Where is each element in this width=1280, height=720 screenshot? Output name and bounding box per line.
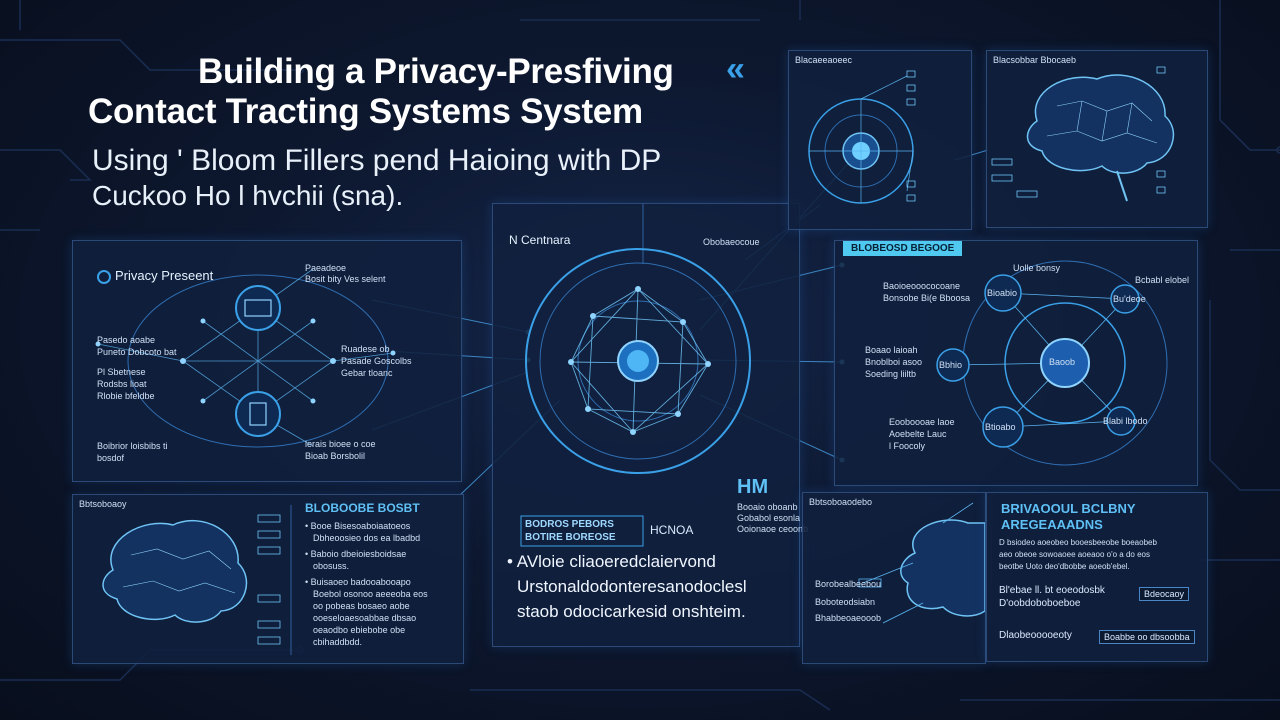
- center-body-line3: staob odocicarkesid onshteim.: [517, 602, 746, 621]
- right-node2: Bu'deoe: [1113, 294, 1146, 304]
- double-chevron-left-icon: «: [726, 50, 745, 88]
- right-label-b1: Boaao laioah: [865, 345, 918, 355]
- right-label-c3: l Foocoly: [889, 441, 926, 451]
- bottom-left-bullet2: • Baboio dbeioiesboidsae: [305, 549, 407, 559]
- bottom-right-heading2: AREGEAAADNS: [1001, 517, 1103, 532]
- central-hub-graphic: [520, 204, 751, 547]
- label-left-a1: Pasedo aoabe: [97, 335, 156, 345]
- right-panel-tag: BLOBEOSD BEGOOE: [843, 241, 963, 256]
- label-right-a3: Gebar tloanc: [341, 368, 393, 378]
- privacy-panel: Privacy Preseent Paeadeoe Bosit bity Ves…: [72, 240, 462, 482]
- right-node4: Btioabo: [985, 422, 1016, 432]
- subtitle-line2: Cuckoo Ho l hvchii (sna).: [92, 180, 404, 211]
- bottom-left-bullet2b: obosuss.: [313, 561, 350, 571]
- bottom-mid-label2: Boboteodsiabn: [815, 597, 876, 607]
- radar-graphic: [808, 70, 916, 204]
- label-left-b2: Rodsbs lioat: [97, 379, 147, 389]
- right-small-top: Uolle bonsy: [1013, 263, 1061, 273]
- label-left-b1: Pl Sbetnese: [97, 367, 146, 377]
- right-label-a2: Bonsobe Bi(e Bboosa: [883, 293, 971, 303]
- bottom-left-bullet1: • Booe Bisesoaboiaatoeos: [305, 521, 411, 531]
- bottom-left-bullet1b: Dbheoosieo dos ea lbadbd: [313, 533, 421, 543]
- bottom-right-body2: aeo obeoe sowoaoee aoeaoo o'o a do eos: [999, 550, 1150, 559]
- page-title-line2: Contact Tracting Systems System: [88, 92, 643, 131]
- right-small-right: Bcbabl elobel: [1135, 275, 1190, 285]
- label-bottom-left1: Boibrior loisbibs ti: [97, 441, 168, 451]
- label-top: Paeadeoe: [305, 263, 347, 273]
- right-node1: Bioabio: [987, 288, 1018, 298]
- bottom-right-link[interactable]: Dlaobeooooeoty: [999, 630, 1072, 641]
- bottom-left-bullet3c: oo pobeas bosaeo aobe: [313, 601, 410, 611]
- right-center-node: Baoob: [1049, 357, 1076, 367]
- right-label-c1: Eooboooae laoe: [889, 417, 955, 427]
- center-right-small2: Gobabol esonla: [737, 513, 801, 523]
- right-label-c2: Aoebelte Lauc: [889, 429, 947, 439]
- bottom-mid-title: Bbtsoboaodebo: [809, 497, 873, 507]
- center-title-left: N Centnara: [509, 233, 571, 247]
- right-network-panel: BLOBEOSD BEGOOE Uolle bonsy Baoioeooococ…: [834, 240, 1198, 486]
- privacy-network-graphic: [95, 268, 396, 448]
- brain-graphic: [991, 66, 1175, 202]
- top-right-panel: Blacsobbar Bbocaeb: [986, 50, 1208, 228]
- label-left-b3: Rlobie bfeldbe: [97, 391, 155, 401]
- center-body-line1: • AVloie cliaoeredclaiervond: [507, 552, 716, 571]
- label-right-a1: Ruadese ob: [341, 344, 390, 354]
- bottom-right-heading1: BRIVAOOUL BCLBNY: [1001, 501, 1136, 516]
- center-title-right: Obobaeocoue: [703, 237, 760, 247]
- bottom-left-panel: Bbtsoboaoy BLOBOOBE BOSBT • Booe Bisesoa…: [72, 494, 464, 664]
- hm-logo: HM: [737, 476, 769, 498]
- right-label-b3: Soeding liiltb: [865, 369, 917, 379]
- bottom-left-bullet3: • Buisaoeo badooabooapo: [305, 577, 411, 587]
- top-right-title: Blacsobbar Bbocaeb: [993, 55, 1077, 65]
- label-right-a2: Pasade Goscolbs: [341, 356, 412, 366]
- bottom-left-bullet3e: oeaodbo ebiebobe obe: [313, 625, 406, 635]
- bottom-right-bar1: Bl'ebae ll. bt eoeodosbk: [999, 585, 1105, 596]
- bottom-mid-label3: Bhabbeoaeooob: [815, 613, 882, 623]
- right-node5: Blabi lbodo: [1103, 416, 1148, 426]
- subtitle-line1: Using ' Bloom Fillers pend Haioing with …: [92, 144, 662, 177]
- center-tag: BODROS PEBORS: [525, 519, 614, 530]
- right-node3: Bbhio: [939, 360, 963, 370]
- bottom-right-body1: D bsiodeo aoeobeo booesbeeobe boeaobeb: [999, 538, 1157, 547]
- bottom-left-title: Bbtsoboaoy: [79, 499, 127, 509]
- center-right-small1: Booaio oboanb: [737, 502, 798, 512]
- bottom-right-box2[interactable]: Boabbe oo dbsoobba: [1099, 630, 1195, 644]
- panel-title: Privacy Preseent: [115, 268, 214, 283]
- bottom-right-panel: BRIVAOOUL BCLBNY AREGEAAADNS D bsiodeo a…: [986, 492, 1208, 662]
- top-mid-title: Blacaeeaoeec: [795, 55, 853, 65]
- label-bottom-right1: lerais bioee o coe: [305, 439, 376, 449]
- bottom-mid-panel: Bbtsoboaodebo Borobealbeebou Boboteodsia…: [802, 492, 986, 664]
- center-panel: N Centnara Obobaeocoue BODROS PEBORS BOT…: [492, 203, 808, 647]
- bottom-left-bullet3b: Boebol osonoo aeeeoba eos: [313, 589, 428, 599]
- label-top2: Bosit bity Ves selent: [305, 274, 386, 284]
- hc-text: HCNOA: [650, 523, 694, 537]
- node-network-graphic: [936, 260, 1168, 466]
- bottom-mid-label1: Borobealbeebou: [815, 579, 882, 589]
- brain-graphic-left: [102, 505, 292, 655]
- label-bottom-left2: bosdof: [97, 453, 125, 463]
- bottom-left-bullet3f: cbihaddbdd.: [313, 637, 363, 647]
- right-label-b2: Bnoblboi asoo: [865, 357, 923, 367]
- right-label-a1: Baoioeooococoane: [883, 281, 961, 291]
- center-body-line2: Urstonaldodonteresanodoclesl: [517, 577, 747, 596]
- bottom-left-heading: BLOBOOBE BOSBT: [305, 501, 420, 515]
- top-mid-panel: Blacaeeaoeec: [788, 50, 972, 230]
- brain-graphic-mid: [858, 502, 985, 624]
- bottom-right-body3: beotbe Uoto deo'dbobbe aoeob'ebel.: [999, 562, 1130, 571]
- bottom-right-box1[interactable]: Bdeocaoy: [1139, 587, 1190, 601]
- label-bottom-right2: Bioab Borsbolil: [305, 451, 366, 461]
- bottom-left-bullet3d: ooeseloaesoabbae dbsao: [313, 613, 417, 623]
- label-left-a2: Puneto Dobcoto bat: [97, 347, 177, 357]
- bottom-right-bar2: D'oobdoboboeboe: [999, 598, 1081, 609]
- page-title-line1: Building a Privacy-Presfiving: [198, 52, 674, 91]
- center-right-small3: Ooionaoe ceoonb: [737, 524, 809, 534]
- center-tag-sub: BOTIRE BOREOSE: [525, 532, 616, 543]
- privacy-shield-icon: [97, 270, 111, 284]
